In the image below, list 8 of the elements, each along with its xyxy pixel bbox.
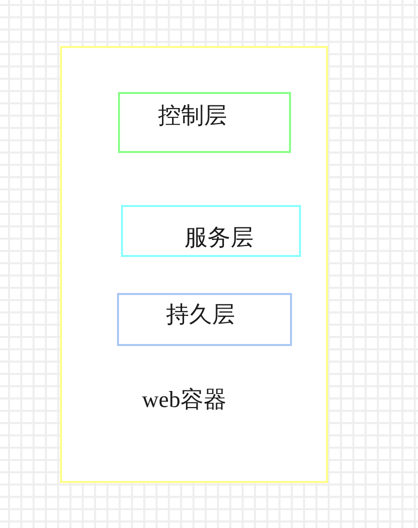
layer-label: 控制层 [158, 104, 227, 130]
layer-label: 服务层 [184, 226, 254, 252]
layer-label: 持久层 [166, 302, 235, 328]
layer-box [121, 205, 301, 257]
layer-box [118, 92, 291, 153]
layer-box [117, 293, 292, 346]
container-label: web容器 [142, 387, 226, 412]
container-box [60, 46, 328, 483]
